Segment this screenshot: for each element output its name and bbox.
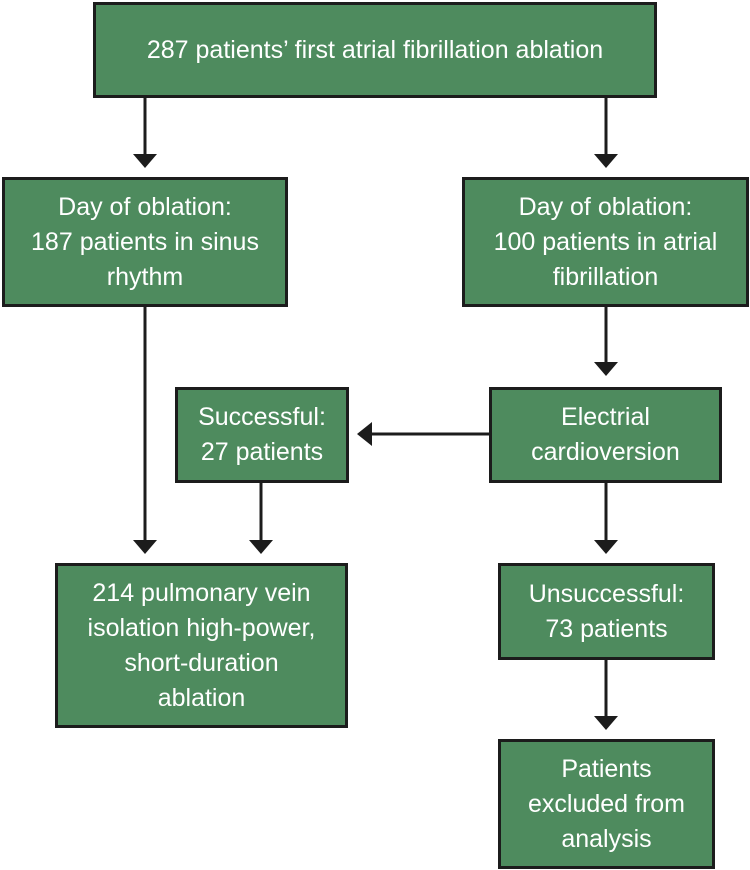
excluded-node-label: Patients excluded from analysis [527,754,686,853]
arrowhead-pvi-right [249,540,273,554]
successful-node-label: Successful: 27 patients [198,403,326,466]
cardioversion-node-label: Electrial cardioversion [531,403,680,466]
arrowhead-unsuccessful [594,540,618,554]
arrowhead-sinus [133,154,157,168]
unsuccessful-node: Unsuccessful: 73 patients [498,563,715,660]
arrowhead-af [594,154,618,168]
excluded-node: Patients excluded from analysis [498,739,715,869]
pvi-ablation-node-label: 214 pulmonary vein isolation high-power,… [87,578,316,712]
arrowhead-excluded [594,716,618,730]
cardioversion-node: Electrial cardioversion [489,387,722,483]
start-node-label: 287 patients’ first atrial fibrillation … [146,35,604,64]
sinus-rhythm-node: Day of oblation: 187 patients in sinus r… [2,177,288,307]
unsuccessful-node-label: Unsuccessful: 73 patients [528,579,685,643]
atrial-fibrillation-node-label: Day of oblation: 100 patients in atrial … [493,192,718,291]
successful-node: Successful: 27 patients [175,387,349,483]
sinus-rhythm-node-label: Day of oblation: 187 patients in sinus r… [31,192,259,291]
start-node: 287 patients’ first atrial fibrillation … [93,2,657,98]
arrowhead-pvi-left [133,540,157,554]
pvi-ablation-node: 214 pulmonary vein isolation high-power,… [55,563,348,728]
arrowhead-cardioversion [594,362,618,376]
atrial-fibrillation-node: Day of oblation: 100 patients in atrial … [462,177,749,307]
arrowhead-successful [357,422,372,446]
